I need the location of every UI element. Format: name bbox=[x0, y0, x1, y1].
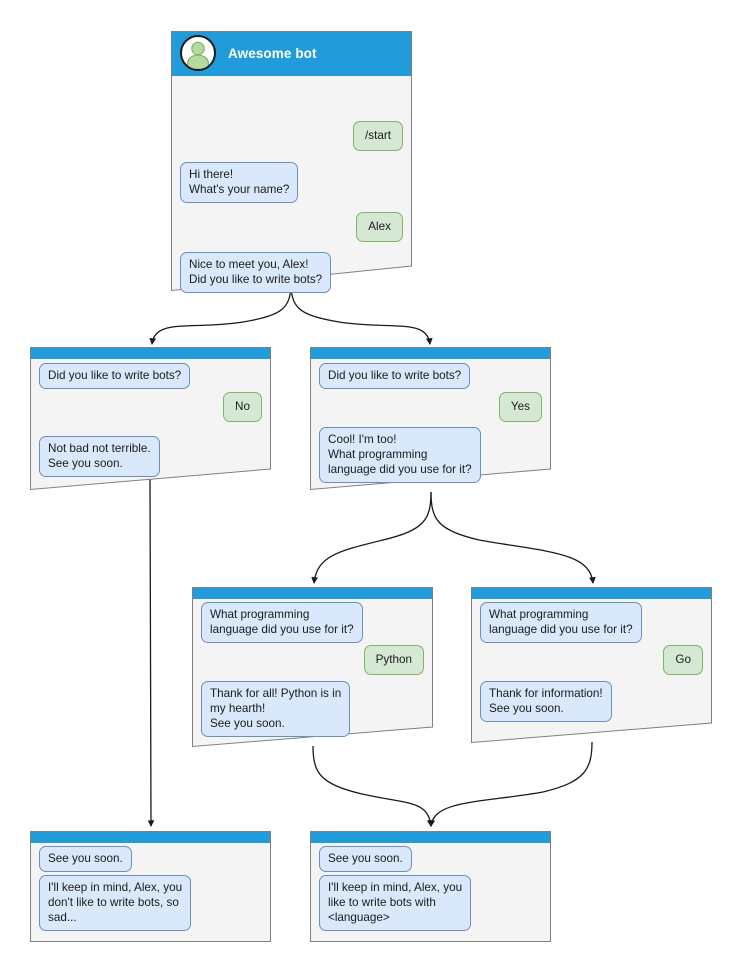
edge-go-to-end-happy bbox=[428, 741, 593, 828]
chat-mock: What programming language did you use fo… bbox=[471, 587, 712, 743]
message-row: Thank for all! Python is in my hearth! S… bbox=[201, 681, 351, 737]
user-message-bubble: Alex bbox=[356, 212, 403, 242]
chat-header: Awesome bot bbox=[171, 31, 412, 75]
edge-yes-to-go bbox=[430, 491, 596, 585]
message-row: Did you like to write bots? bbox=[319, 363, 471, 389]
bot-message-bubble: Did you like to write bots? bbox=[39, 363, 191, 389]
message-row: Go bbox=[663, 645, 703, 675]
bot-message-bubble: See you soon. bbox=[319, 846, 412, 872]
message-row: I'll keep in mind, Alex, you don't like … bbox=[39, 875, 192, 931]
edge-python-to-end-happy bbox=[312, 745, 434, 828]
message-row: Thank for information! See you soon. bbox=[480, 681, 612, 722]
message-row: Hi there! What's your name? bbox=[180, 162, 299, 203]
node-no-branch[interactable]: Did you like to write bots? No Not bad n… bbox=[30, 347, 271, 491]
bot-message-bubble: What programming language did you use fo… bbox=[480, 602, 642, 643]
bot-name-label: Awesome bot bbox=[228, 45, 317, 61]
message-row: Not bad not terrible. See you soon. bbox=[39, 436, 160, 477]
chat-mock: Did you like to write bots? No Not bad n… bbox=[30, 347, 271, 490]
message-row: See you soon. bbox=[39, 846, 132, 872]
edge-no-to-end-sad bbox=[147, 477, 155, 828]
message-row: I'll keep in mind, Alex, you like to wri… bbox=[319, 875, 472, 931]
message-row: Did you like to write bots? bbox=[39, 363, 191, 389]
node-end-happy[interactable]: See you soon. I'll keep in mind, Alex, y… bbox=[310, 831, 551, 942]
user-message-bubble: Python bbox=[363, 645, 424, 675]
user-message-bubble: /start bbox=[353, 121, 403, 151]
message-row: /start bbox=[353, 121, 403, 151]
message-row: Yes bbox=[498, 392, 542, 422]
chat-mock: Did you like to write bots? Yes Cool! I'… bbox=[310, 347, 551, 490]
message-row: See you soon. bbox=[319, 846, 412, 872]
chat-mock: See you soon. I'll keep in mind, Alex, y… bbox=[30, 831, 271, 942]
bot-message-bubble: See you soon. bbox=[39, 846, 132, 872]
bot-message-bubble: Did you like to write bots? bbox=[319, 363, 471, 389]
node-frame bbox=[171, 31, 412, 292]
node-yes-branch[interactable]: Did you like to write bots? Yes Cool! I'… bbox=[310, 347, 551, 491]
node-python-branch[interactable]: What programming language did you use fo… bbox=[192, 587, 433, 748]
message-row: What programming language did you use fo… bbox=[201, 602, 363, 643]
bot-message-bubble: Thank for information! See you soon. bbox=[480, 681, 612, 722]
node-root[interactable]: Awesome bot /start Hi there! What's your… bbox=[171, 31, 412, 293]
message-row: No bbox=[223, 392, 262, 422]
bot-message-bubble: Thank for all! Python is in my hearth! S… bbox=[201, 681, 351, 737]
bot-message-bubble: Cool! I'm too! What programming language… bbox=[319, 427, 481, 483]
message-row: Python bbox=[363, 645, 424, 675]
message-row: Nice to meet you, Alex! Did you like to … bbox=[180, 252, 332, 293]
message-row: Cool! I'm too! What programming language… bbox=[319, 427, 481, 483]
person-avatar-icon bbox=[180, 35, 216, 71]
bot-message-bubble: I'll keep in mind, Alex, you don't like … bbox=[39, 875, 192, 931]
node-end-sad[interactable]: See you soon. I'll keep in mind, Alex, y… bbox=[30, 831, 271, 942]
chat-mock: What programming language did you use fo… bbox=[192, 587, 433, 747]
user-message-bubble: Go bbox=[663, 645, 703, 675]
bot-message-bubble: Nice to meet you, Alex! Did you like to … bbox=[180, 252, 332, 293]
bot-message-bubble: What programming language did you use fo… bbox=[201, 602, 363, 643]
message-row: Alex bbox=[356, 212, 403, 242]
bot-message-bubble: Not bad not terrible. See you soon. bbox=[39, 436, 160, 477]
chat-mock: See you soon. I'll keep in mind, Alex, y… bbox=[310, 831, 551, 942]
chat-mock: Awesome bot /start Hi there! What's your… bbox=[171, 31, 412, 293]
message-row: What programming language did you use fo… bbox=[480, 602, 642, 643]
node-go-branch[interactable]: What programming language did you use fo… bbox=[471, 587, 712, 744]
user-message-bubble: No bbox=[223, 392, 262, 422]
bot-message-bubble: Hi there! What's your name? bbox=[180, 162, 299, 203]
edge-yes-to-python bbox=[311, 491, 432, 585]
user-message-bubble: Yes bbox=[498, 392, 542, 422]
bot-message-bubble: I'll keep in mind, Alex, you like to wri… bbox=[319, 875, 472, 931]
